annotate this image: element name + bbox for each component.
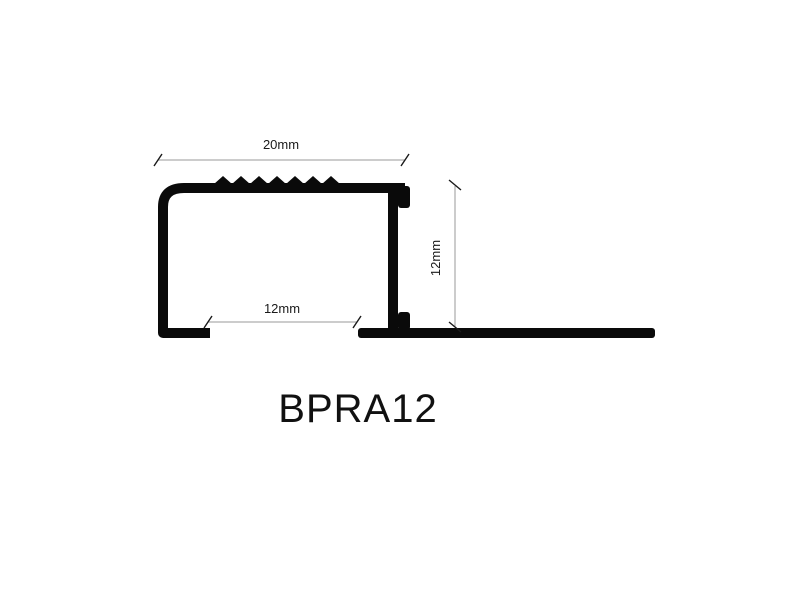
bottom-gap-dimension: 12mm <box>203 301 362 329</box>
top-width-tick-right <box>400 153 410 167</box>
top-width-dimension: 20mm <box>153 137 410 167</box>
top-width-tick-left <box>153 153 163 167</box>
profile-right-wall <box>388 188 398 333</box>
profile-body <box>158 176 655 338</box>
bottom-gap-label: 12mm <box>264 301 300 316</box>
profile-lower-lip <box>398 312 410 330</box>
product-code-label: BPRA12 <box>278 387 437 431</box>
profile-bottom-flange <box>358 328 655 338</box>
bottom-gap-tick-left <box>203 315 213 329</box>
bottom-gap-tick-right <box>352 315 362 329</box>
height-tick-top <box>448 179 462 191</box>
top-width-label: 20mm <box>263 137 299 152</box>
height-tick-bottom <box>448 321 462 333</box>
profile-grip-teeth <box>214 176 340 184</box>
height-label: 12mm <box>428 240 443 276</box>
profile-top-lip <box>398 186 410 208</box>
height-dimension: 12mm <box>428 179 462 333</box>
profile-outline <box>158 183 405 338</box>
